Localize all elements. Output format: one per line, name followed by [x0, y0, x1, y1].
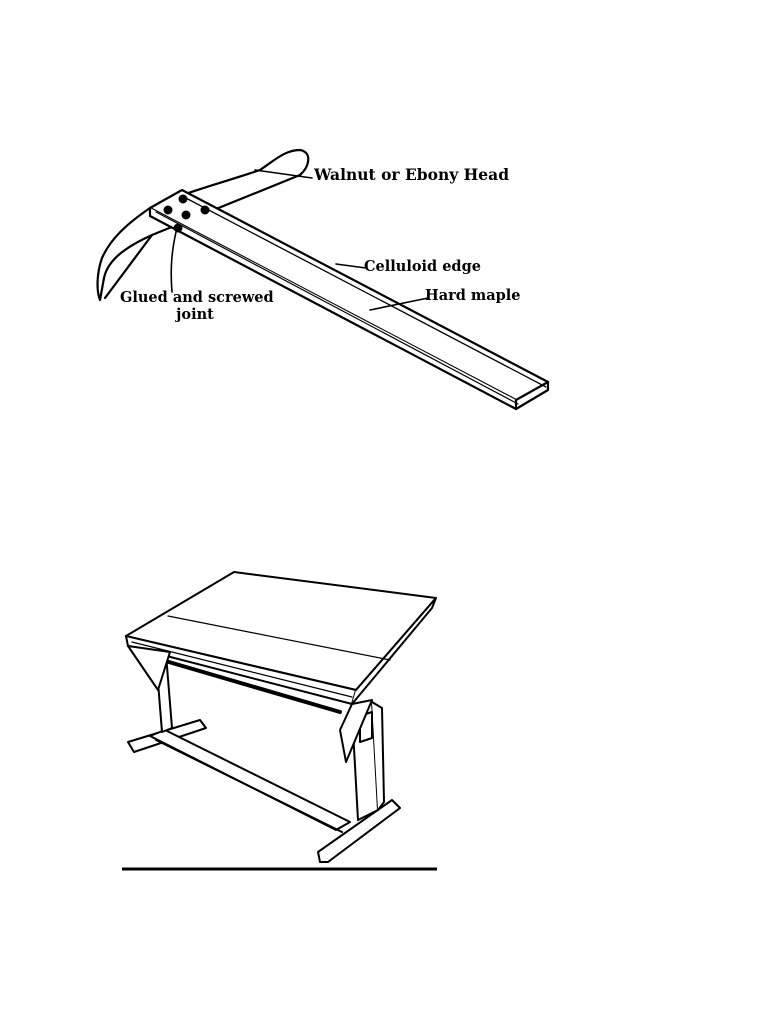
label-head: Walnut or Ebony Head — [314, 165, 510, 184]
table-bracket-left — [127, 645, 171, 691]
screw-hole — [163, 205, 173, 215]
celluloid-edge — [181, 195, 547, 388]
screw-hole — [173, 223, 183, 233]
screw-hole — [181, 210, 191, 220]
leader-head — [254, 169, 313, 179]
label-joint: Glued and screwed joint — [120, 289, 274, 323]
screw-hole — [200, 205, 210, 215]
label-joint-line1: Glued and screwed — [120, 289, 274, 306]
leader-joint — [170, 231, 177, 293]
table-footrest — [149, 729, 351, 831]
label-joint-line2: joint — [176, 305, 214, 323]
screw-hole — [178, 194, 188, 204]
leader-edge — [335, 263, 367, 269]
table-rear-rod — [160, 658, 342, 714]
label-celluloid-edge: Celluloid edge — [364, 258, 481, 275]
table-bracket-right — [339, 699, 373, 763]
label-hard-maple: Hard maple — [425, 287, 521, 304]
leader-blade — [369, 297, 429, 311]
